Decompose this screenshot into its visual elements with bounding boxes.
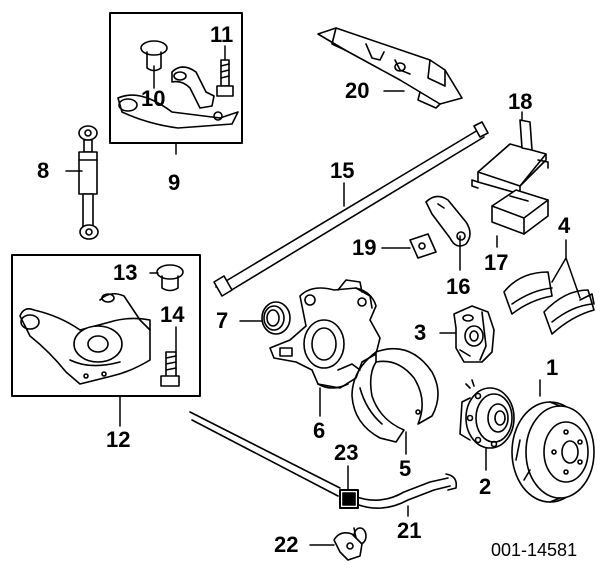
oil-seal-7: [261, 301, 291, 335]
bolt-14: [160, 351, 180, 387]
splash-shield-5: [351, 348, 439, 443]
adjuster-arm-16: [425, 195, 471, 247]
steering-knuckle-6: [269, 279, 381, 389]
upper-control-arm-9: [117, 66, 239, 129]
lower-arm-kit-box: [11, 254, 201, 397]
nut-plate-19: [409, 233, 437, 259]
wheel-hub-2: [459, 379, 515, 449]
frame-crossmember-20: [317, 27, 463, 109]
bushing-13: [156, 264, 184, 292]
callout-10: 10: [141, 86, 166, 111]
callout-15: 15: [330, 158, 355, 183]
callout-4: 4: [558, 213, 571, 238]
callout-17: 17: [484, 250, 509, 275]
stabilizer-bushing-23: [339, 489, 359, 509]
brake-caliper-3: [453, 305, 495, 363]
bracket-18: [471, 119, 549, 195]
callout-18: 18: [508, 89, 533, 114]
leader-lines: [65, 45, 581, 546]
callout-19: 19: [352, 235, 377, 260]
callout-23: 23: [334, 440, 359, 465]
link-clamp-22: [333, 527, 363, 561]
block-17: [491, 189, 549, 235]
shock-absorber-8: [78, 125, 99, 240]
figure-code: 001-14581: [491, 540, 578, 560]
callout-16: 16: [446, 274, 471, 299]
callout-3: 3: [414, 320, 427, 345]
callout-6: 6: [313, 418, 326, 443]
callout-22: 22: [274, 532, 299, 557]
callout-9: 9: [168, 170, 181, 195]
brake-rotor-1: [511, 401, 595, 503]
callout-2: 2: [479, 474, 492, 499]
callout-12: 12: [106, 427, 131, 452]
callout-11: 11: [210, 22, 234, 47]
bolt-11: [216, 59, 234, 97]
callout-14: 14: [160, 302, 185, 327]
callout-13: 13: [113, 260, 138, 285]
callout-20: 20: [345, 78, 370, 103]
torsion-bar-15: [213, 121, 489, 297]
callout-8: 8: [37, 158, 50, 183]
callout-21: 21: [397, 518, 422, 543]
brake-pads-4: [503, 271, 595, 335]
stabilizer-bar-21: [189, 411, 458, 545]
callout-1: 1: [546, 355, 559, 380]
callout-5: 5: [399, 456, 412, 481]
lower-control-arm-12: [19, 292, 151, 385]
callout-7: 7: [216, 308, 229, 333]
